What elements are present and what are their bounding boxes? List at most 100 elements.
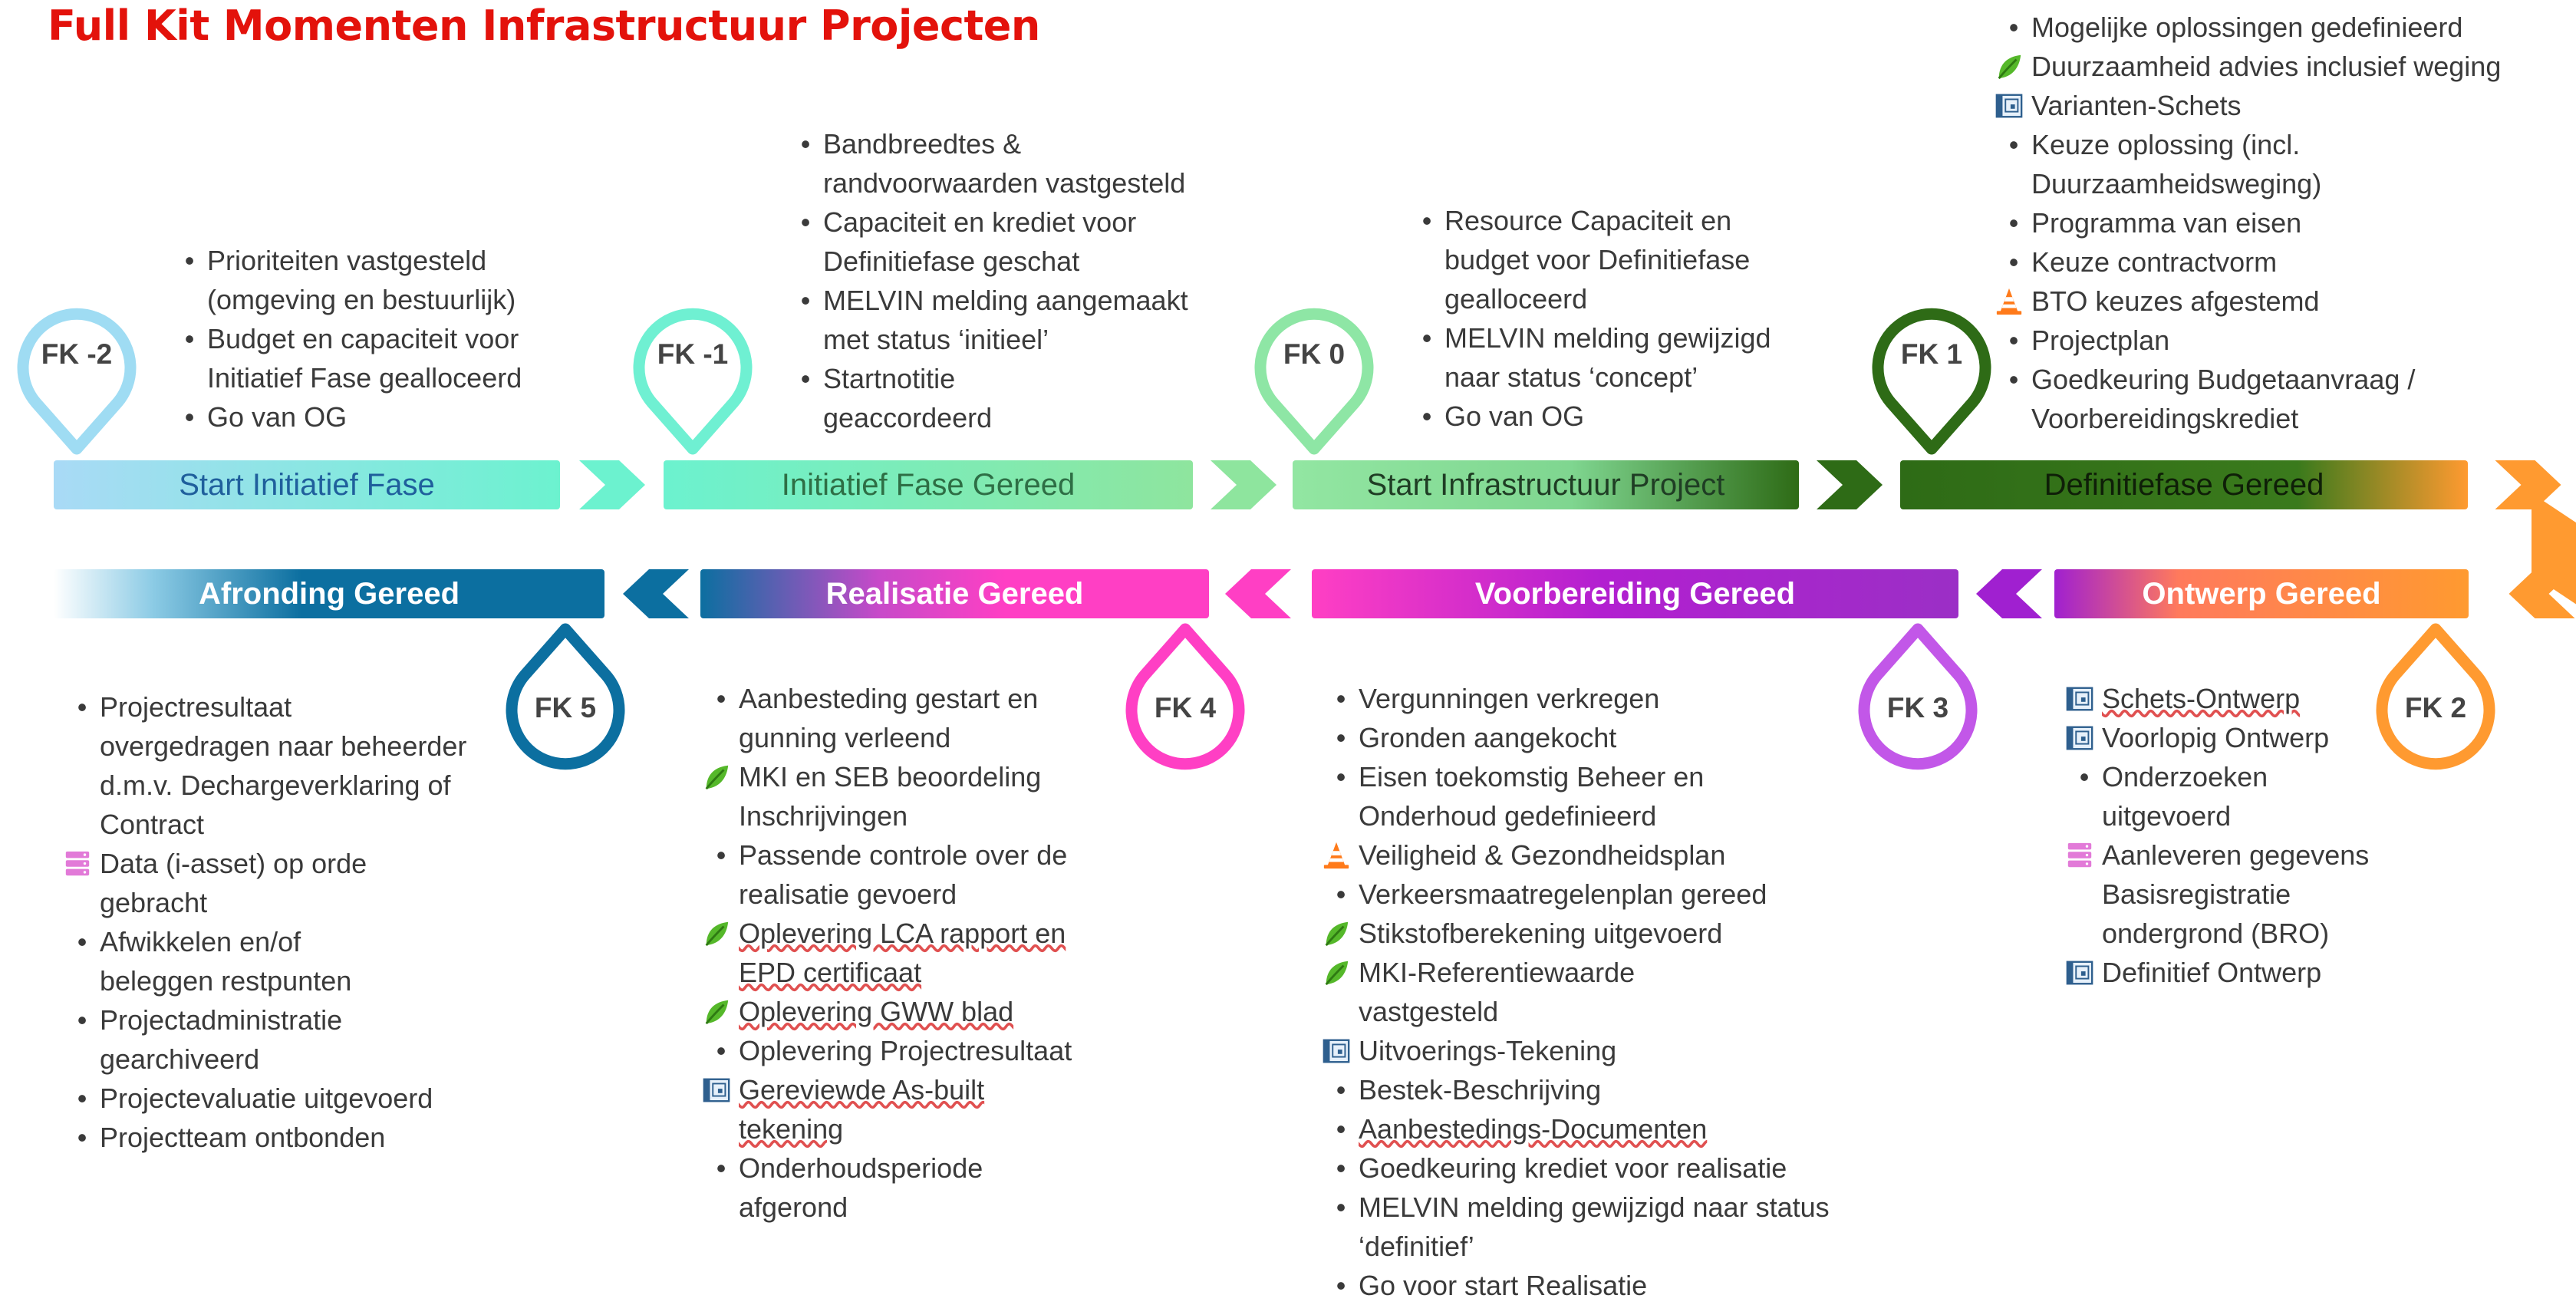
checklist-item: Vergunningen verkregen <box>1322 679 1830 718</box>
bullet-point <box>1414 318 1440 358</box>
checklist-item-text: Onderzoeken <box>2102 761 2268 793</box>
milestone-label: FK 0 <box>1283 338 1346 370</box>
checklist-item-text: EPD certificaat <box>739 957 922 988</box>
checklist-item-text: MELVIN melding gewijzigd naar status <box>1359 1191 1830 1223</box>
page-title: Full Kit Momenten Infrastructuur Project… <box>48 2 1040 50</box>
checklist-item: Veiligheid & Gezondheidsplan <box>1322 835 1830 875</box>
checklist-item: Projectevaluatie uitgevoerd <box>63 1079 466 1118</box>
checklist-item: Projectadministratie gearchiveerd <box>63 1000 466 1079</box>
bar-afronding-gereed: Afronding Gereed <box>54 569 604 618</box>
checklist-item: Schets-Ontwerp <box>2065 679 2369 718</box>
checklist-item-text: Projectresultaat <box>100 691 292 723</box>
milestone-pin-fk-1: FK 1 <box>1866 295 1997 456</box>
checklist-item-text: budget voor Definitiefase <box>1444 244 1751 275</box>
checklist-fk-5: Projectresultaat overgedragen naar beheer… <box>63 687 466 1157</box>
checklist-item: Go van OG <box>1408 397 1771 436</box>
checklist-item: Goedkeuring Budgetaanvraag / Voorbereidin… <box>1995 360 2501 438</box>
checklist-item: Go van OG <box>170 397 522 437</box>
bar-start-infrastructuur-project: Start Infrastructuur Project <box>1293 460 1799 509</box>
bullet-point <box>792 203 819 242</box>
bullet-point <box>1328 1148 1354 1188</box>
bar-definitiefase-gereed: Definitiefase Gereed <box>1900 460 2468 509</box>
bullet-point <box>792 281 819 320</box>
checklist-item: Voorlopig Ontwerp <box>2065 718 2369 757</box>
checklist-item-text: Goedkeuring Budgetaanvraag / <box>2031 364 2416 395</box>
bullet-point <box>176 319 203 358</box>
checklist-item-text: Resource Capaciteit en <box>1444 205 1732 236</box>
checklist-item-text: Aanbestedings-Documenten <box>1359 1113 1708 1145</box>
bullet-point <box>2001 360 2027 399</box>
bar-label: Ontwerp Gereed <box>2142 576 2381 611</box>
checklist-item-text: Projectadministratie <box>100 1004 343 1036</box>
milestone-pin-fk-2: FK 2 <box>2370 621 2501 783</box>
bar-label: Definitiefase Gereed <box>2044 467 2324 502</box>
bullet-point <box>69 1079 95 1118</box>
leaf-icon <box>702 763 731 792</box>
checklist-item-text: Go van OG <box>207 401 348 433</box>
checklist-fk-3: Vergunningen verkregenGronden aangekocht… <box>1322 679 1830 1305</box>
bullet-point <box>2001 203 2027 242</box>
checklist-item: Programma van eisen <box>1995 203 2501 242</box>
checklist-item-text: gunning verleend <box>739 722 951 753</box>
bullet-point <box>1328 757 1354 796</box>
checklist-item-text: geaccordeerd <box>823 402 993 433</box>
checklist-item: Prioriteiten vastgesteld(omgeving en bes… <box>170 241 522 319</box>
checklist-fk-minus1: Bandbreedtes &randvoorwaarden vastgestel… <box>786 124 1188 437</box>
checklist-item-text: Go voor start Realisatie <box>1359 1270 1648 1301</box>
milestone-label: FK 1 <box>1900 338 1963 370</box>
bullet-point <box>792 359 819 398</box>
checklist-item: Aanbestedings-Documenten <box>1322 1109 1830 1148</box>
milestone-label: FK 4 <box>1154 692 1217 723</box>
checklist-item: Projectteam ontbonden <box>63 1118 466 1157</box>
milestone-label: FK 3 <box>1886 692 1949 723</box>
bullet-point <box>708 679 734 718</box>
checklist-item: Varianten-Schets <box>1995 86 2501 125</box>
chevron-left-icon <box>1225 569 1291 618</box>
checklist-item-text: Gereviewde As-built <box>739 1074 985 1106</box>
chevron-left-icon <box>1976 569 2042 618</box>
checklist-item-text: Capaciteit en krediet voor <box>823 206 1137 238</box>
checklist-item-text: overgedragen naar beheerder <box>100 730 467 762</box>
chevron-right-icon <box>579 460 645 509</box>
checklist-item-text: Voorbereidingskrediet <box>2031 403 2299 434</box>
bullet-point <box>708 1031 734 1070</box>
bar-start-initiatief-fase: Start Initiatief Fase <box>54 460 560 509</box>
bullet-point <box>69 1118 95 1157</box>
bullet-point <box>69 922 95 961</box>
bullet-point <box>69 1000 95 1040</box>
checklist-item-text: randvoorwaarden vastgesteld <box>823 167 1186 199</box>
checklist-item-text: afgerond <box>739 1191 848 1223</box>
checklist-item-text: Keuze oplossing (incl. <box>2031 129 2301 160</box>
bullet-point <box>176 241 203 280</box>
checklist-item: Duurzaamheid advies inclusief weging <box>1995 47 2501 86</box>
bullet-point <box>2001 125 2027 164</box>
bullet-point <box>792 124 819 163</box>
checklist-item: Go voor start Realisatie <box>1322 1266 1830 1305</box>
checklist-item-text: Basisregistratie <box>2102 878 2291 910</box>
bullet-point <box>1328 1070 1354 1109</box>
checklist-item-text: Oplevering GWW blad <box>739 996 1014 1027</box>
checklist-item-text: beleggen restpunten <box>100 965 352 997</box>
bullet-point <box>69 687 95 727</box>
checklist-item-text: Data (i-asset) op orde <box>100 848 367 879</box>
checklist-item-text: gearchiveerd <box>100 1043 260 1075</box>
blueprint-icon <box>702 1076 731 1105</box>
bullet-point <box>708 835 734 875</box>
checklist-item-text: MELVIN melding gewijzigd <box>1444 322 1771 354</box>
checklist-item-text: Onderhoudsperiode <box>739 1152 983 1184</box>
checklist-item-text: Duurzaamheid advies inclusief weging <box>2031 51 2502 82</box>
checklist-item-text: Passende controle over de <box>739 839 1068 871</box>
chevron-left-icon <box>2508 569 2575 618</box>
traffic-cone-icon <box>1322 841 1351 870</box>
checklist-item-text: Definitief Ontwerp <box>2102 957 2322 988</box>
checklist-item-text: Budget en capaciteit voor <box>207 323 519 354</box>
checklist-item-text: Duurzaamheidsweging) <box>2031 168 2322 199</box>
